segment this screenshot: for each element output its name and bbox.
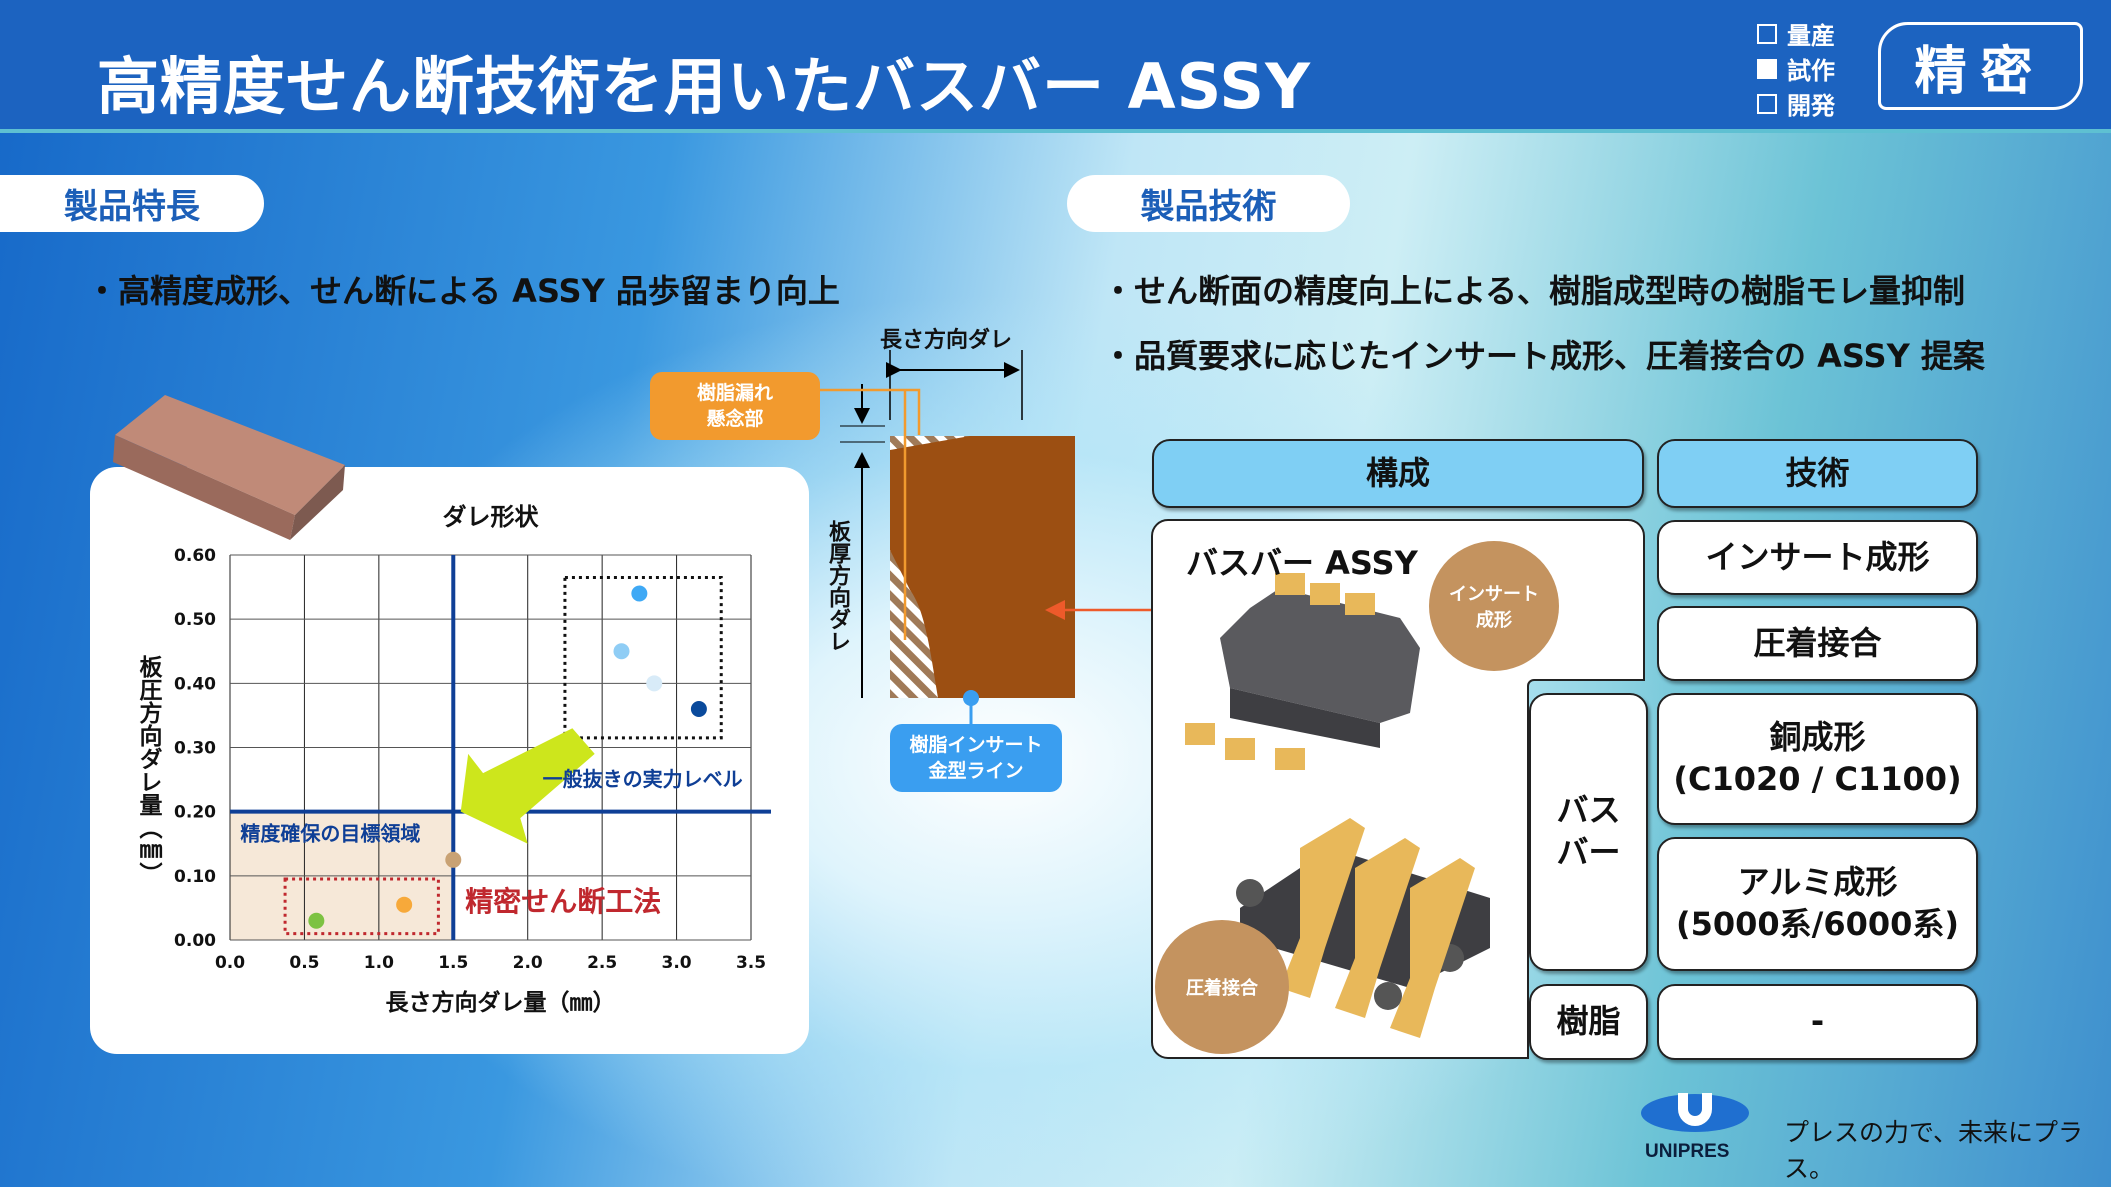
annotation-method: 精密せん断工法 bbox=[465, 885, 661, 918]
y-tick-label: 0.60 bbox=[174, 546, 216, 566]
stage-label: 試作 bbox=[1787, 57, 1835, 85]
copper-block-image bbox=[113, 395, 345, 540]
annotation-general: 一般抜きの実力レベル bbox=[543, 767, 743, 791]
x-tick-label: 3.0 bbox=[662, 953, 692, 973]
x-tick-label: 1.5 bbox=[438, 953, 468, 973]
annotation-target: 精度確保の目標領域 bbox=[240, 822, 420, 846]
x-tick-label: 1.0 bbox=[364, 953, 394, 973]
cell-text: バス bbox=[1556, 791, 1621, 830]
unipres-logo-icon bbox=[1641, 1093, 1749, 1132]
resin-leak-callout: 樹脂漏れ懸念部 bbox=[650, 372, 820, 440]
data-point bbox=[445, 851, 462, 868]
insert-molded-assy-image bbox=[1185, 573, 1420, 770]
checkbox-empty-icon bbox=[1757, 93, 1777, 114]
chart-card bbox=[90, 467, 809, 1054]
general-group-box bbox=[563, 575, 723, 740]
data-point bbox=[646, 675, 663, 692]
x-tick-label: 2.0 bbox=[513, 953, 543, 973]
thickness-droop-label: 板厚方向ダレ bbox=[825, 520, 850, 652]
cell-text: アルミ成形 bbox=[1737, 863, 1898, 902]
length-droop-label: 長さ方向ダレ bbox=[880, 328, 1013, 353]
cell-text: (C1020 / C1100) bbox=[1673, 760, 1962, 798]
header-tech: 技術 bbox=[1657, 439, 1978, 508]
scatter-chart: 0.0 0.5 1.0 1.5 2.0 2.5 3.0 3.5 0.00 0.10 0.20 0.30… bbox=[135, 503, 771, 1016]
tech-crimp-joining: 圧着接合 bbox=[1657, 606, 1978, 681]
mold-line-callout: 樹脂インサート金型ライン bbox=[890, 724, 1062, 792]
callout-line: 樹脂漏れ bbox=[696, 382, 773, 404]
checkbox-empty-icon bbox=[1757, 23, 1777, 44]
busbar-cell: バスバー bbox=[1529, 693, 1648, 971]
yellow-arrow-icon bbox=[460, 728, 595, 844]
header-config: 構成 bbox=[1152, 439, 1644, 508]
callout-line: 懸念部 bbox=[706, 408, 764, 430]
data-point bbox=[631, 585, 648, 602]
stage-development: 開発 bbox=[1757, 86, 1835, 121]
tech-insert-molding: インサート成形 bbox=[1657, 520, 1978, 595]
feature-bullet: ・高精度成形、せん断による ASSY 品歩留まり向上 bbox=[86, 272, 840, 310]
category-badge: 精密 bbox=[1878, 22, 2083, 110]
cell-text: バー bbox=[1556, 833, 1621, 871]
y-tick-label: 0.40 bbox=[174, 674, 216, 694]
section-technology: 製品技術 bbox=[1067, 175, 1350, 232]
stage-mass-production: 量産 bbox=[1757, 16, 1835, 51]
tech-bullet: ・せん断面の精度向上による、樹脂成型時の樹脂モレ量抑制 bbox=[1102, 272, 1966, 310]
checkbox-filled-icon bbox=[1757, 58, 1777, 79]
data-point bbox=[396, 896, 413, 913]
stage-label: 量産 bbox=[1787, 22, 1835, 50]
y-tick-label: 0.00 bbox=[174, 931, 216, 951]
bubble-text: インサート bbox=[1449, 584, 1539, 605]
page-title: 高精度せん断技術を用いたバスバー ASSY bbox=[97, 50, 1311, 123]
tech-bullet: ・品質要求に応じたインサート成形、圧着接合の ASSY 提案 bbox=[1102, 337, 1985, 375]
x-axis-title: 長さ方向ダレ量（㎜） bbox=[386, 989, 616, 1016]
cell-text: (5000系/6000系) bbox=[1675, 905, 1960, 943]
tech-resin-none: - bbox=[1657, 984, 1978, 1060]
tech-aluminum-forming: アルミ成形(5000系/6000系) bbox=[1657, 837, 1978, 971]
x-tick-label: 0.0 bbox=[215, 953, 245, 973]
x-tick-label: 3.5 bbox=[736, 953, 766, 973]
data-point bbox=[613, 643, 630, 660]
y-tick-label: 0.20 bbox=[174, 803, 216, 823]
data-point bbox=[308, 912, 325, 929]
insert-molding-bubble: インサート成形 bbox=[1429, 541, 1559, 671]
resin-cell: 樹脂 bbox=[1529, 984, 1648, 1060]
data-point bbox=[690, 701, 707, 717]
stage-prototype: 試作 bbox=[1757, 51, 1835, 86]
droop-diagram bbox=[820, 350, 1194, 735]
cell-text: 銅成形 bbox=[1769, 718, 1866, 757]
x-tick-label: 0.5 bbox=[289, 953, 319, 973]
stage-label: 開発 bbox=[1787, 92, 1835, 120]
bubble-text: 成形 bbox=[1476, 610, 1512, 631]
y-tick-label: 0.30 bbox=[174, 739, 216, 759]
callout-line: 樹脂インサート bbox=[909, 734, 1043, 756]
callout-line: 金型ライン bbox=[928, 760, 1024, 782]
logo-text: UNIPRES bbox=[1645, 1141, 1730, 1162]
tech-copper-forming: 銅成形(C1020 / C1100) bbox=[1657, 693, 1978, 825]
y-tick-label: 0.50 bbox=[174, 610, 216, 630]
chart-title: ダレ形状 bbox=[443, 503, 540, 531]
y-axis-title: 板圧方向ダレ量（㎜） bbox=[135, 655, 163, 885]
slogan: プレスの力で、未来にプラス。 bbox=[1784, 1118, 2084, 1183]
crimped-busbar-image bbox=[1236, 818, 1490, 1038]
crimp-bubble: 圧着接合 bbox=[1155, 920, 1289, 1054]
assy-title: バスバー ASSY bbox=[1186, 544, 1418, 582]
section-features: 製品特長 bbox=[0, 175, 264, 232]
x-tick-label: 2.5 bbox=[587, 953, 617, 973]
y-tick-label: 0.10 bbox=[174, 867, 216, 887]
